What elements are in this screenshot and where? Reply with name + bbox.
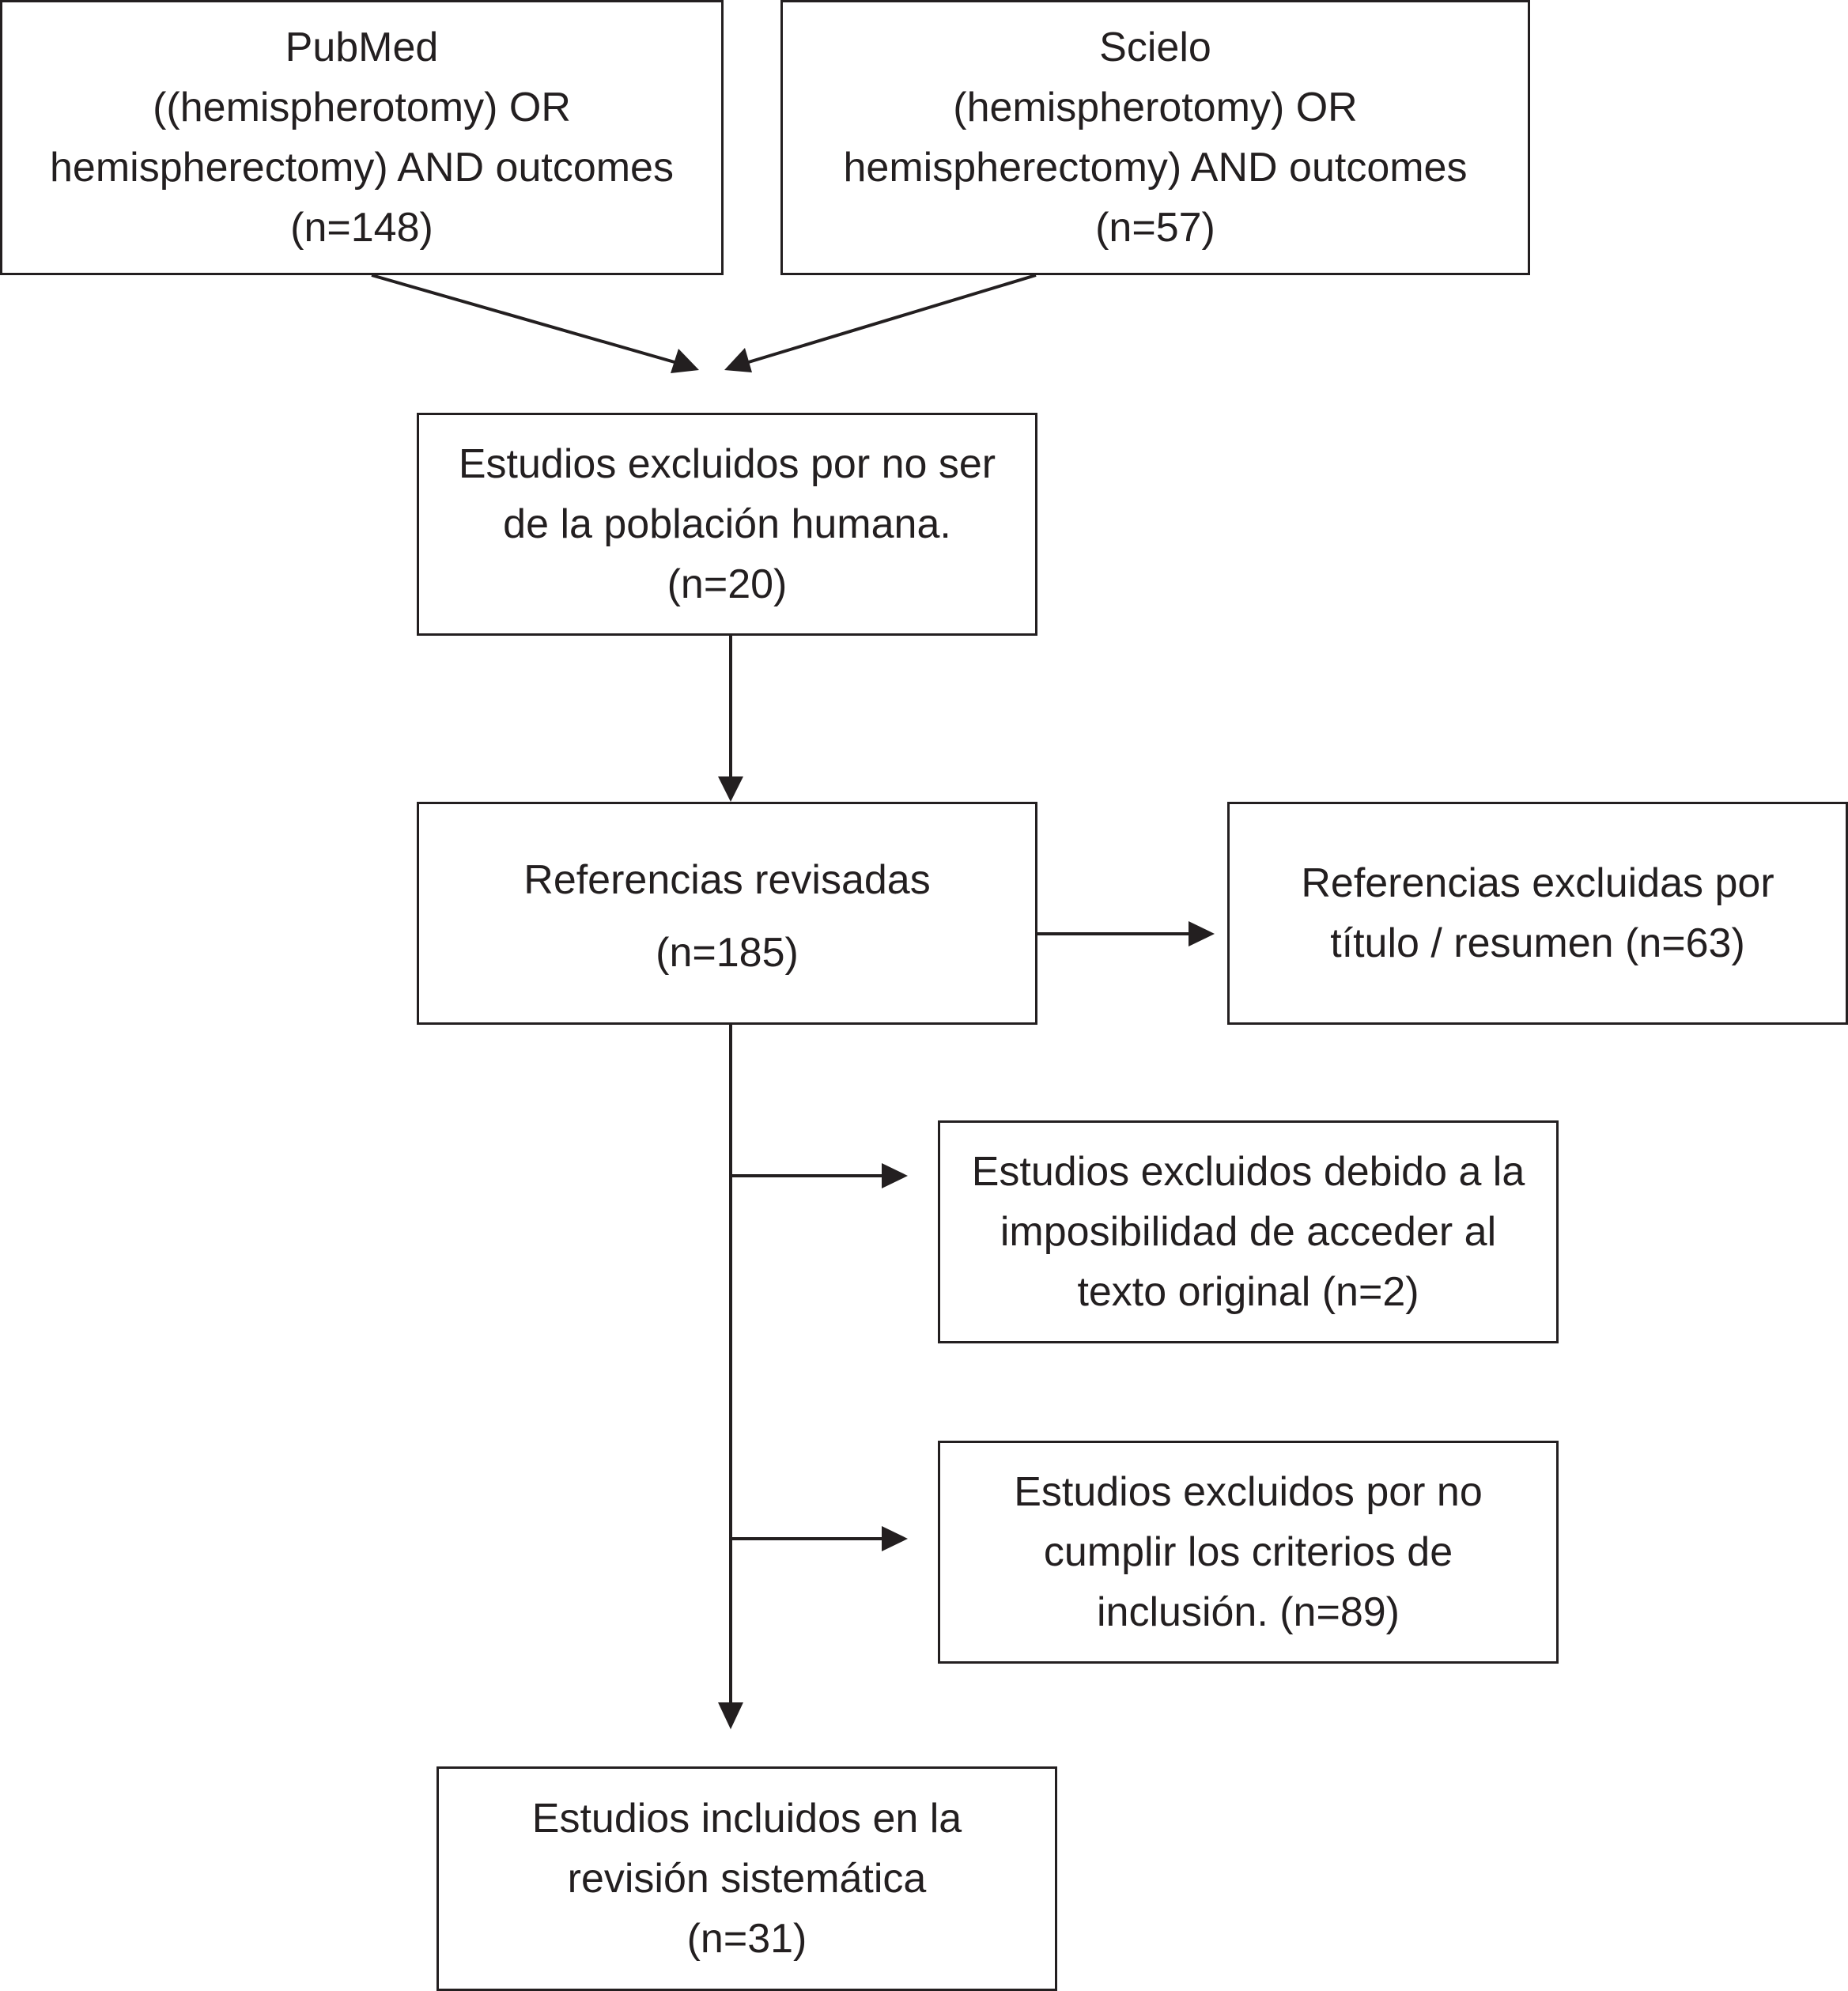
arrowhead-pubmed (671, 349, 699, 373)
arrow-scielo-to-merge (743, 274, 1037, 365)
pubmed-line-3: hemispherectomy) AND outcomes (50, 145, 674, 191)
excluded-non-human-line-3: (n=20) (667, 561, 788, 607)
scielo-line-1: Scielo (1099, 25, 1211, 70)
included-line-3: (n=31) (686, 1916, 807, 1962)
scielo-line-2: (hemispherotomy) OR (953, 85, 1358, 130)
excluded-title-abstract-line-1: Referencias excluidas por (1301, 860, 1774, 906)
excluded-criteria-line-2: cumplir los criterios de (1043, 1529, 1453, 1575)
pubmed-source-box: PubMed ((hemispherotomy) OR hemispherect… (0, 0, 724, 275)
pubmed-line-2: ((hemispherotomy) OR (153, 85, 571, 130)
pubmed-line-1: PubMed (285, 25, 439, 70)
arrowhead-criteria (882, 1526, 908, 1551)
excluded-no-access-line-1: Estudios excluidos debido a la (971, 1149, 1525, 1195)
arrowhead-references (718, 776, 743, 802)
scielo-source-box: Scielo (hemispherotomy) OR hemispherecto… (780, 0, 1530, 275)
excluded-title-abstract-box: Referencias excluidas por título / resum… (1227, 802, 1848, 1025)
excluded-criteria-line-3: inclusión. (n=89) (1097, 1589, 1400, 1635)
arrowhead-title-excluded (1189, 921, 1215, 946)
references-reviewed-line-1: Referencias revisadas (523, 857, 931, 903)
references-reviewed-line-2: (n=185) (656, 930, 799, 976)
arrowhead-scielo (724, 348, 752, 372)
pubmed-line-4: (n=148) (290, 205, 433, 251)
arrowhead-no-access (882, 1163, 908, 1188)
included-line-2: revisión sistemática (567, 1856, 927, 1902)
included-studies-box: Estudios incluidos en la revisión sistem… (436, 1766, 1057, 1991)
excluded-non-human-box: Estudios excluidos por no ser de la pobl… (417, 413, 1037, 636)
excluded-no-access-line-2: imposibilidad de acceder al (1000, 1209, 1497, 1255)
excluded-criteria-line-1: Estudios excluidos por no (1014, 1469, 1483, 1515)
included-line-1: Estudios incluidos en la (531, 1796, 962, 1842)
arrow-pubmed-to-merge (371, 274, 681, 365)
excluded-title-abstract-line-2: título / resumen (n=63) (1330, 920, 1745, 966)
scielo-line-4: (n=57) (1095, 205, 1215, 251)
excluded-non-human-line-1: Estudios excluidos por no ser (458, 441, 996, 487)
excluded-non-human-line-2: de la población humana. (503, 501, 951, 547)
excluded-no-access-line-3: texto original (n=2) (1077, 1269, 1419, 1315)
excluded-criteria-box: Estudios excluidos por no cumplir los cr… (938, 1441, 1559, 1664)
references-reviewed-box: Referencias revisadas (n=185) (417, 802, 1037, 1025)
arrowhead-included (718, 1702, 743, 1729)
scielo-line-3: hemispherectomy) AND outcomes (843, 145, 1468, 191)
excluded-no-access-box: Estudios excluidos debido a la imposibil… (938, 1120, 1559, 1343)
